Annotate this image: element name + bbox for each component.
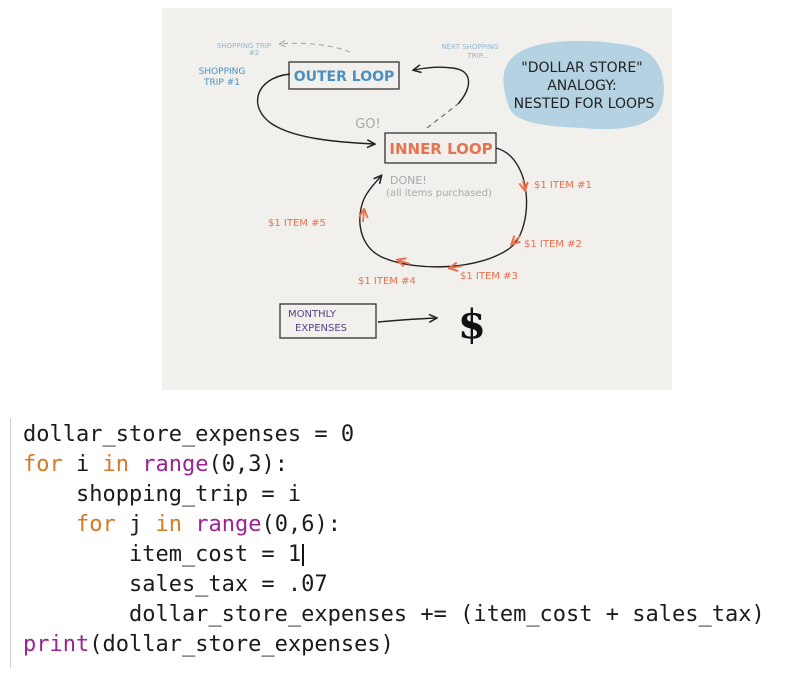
go-label: GO!: [355, 117, 381, 132]
in-keyword: in: [155, 512, 182, 537]
done-label: DONE!: [390, 174, 427, 187]
code-line-2: for i in range(0,3):: [23, 450, 288, 480]
shopping-trip-1-line-1: SHOPPING: [199, 67, 246, 77]
item-1-arrow: [523, 179, 525, 190]
code-line-5: item_cost = 1: [23, 540, 304, 570]
code-line-7-text: dollar_store_expenses += (item_cost + sa…: [23, 602, 765, 627]
title-line-3: NESTED FOR LOOPS: [514, 96, 655, 112]
range-builtin: range: [195, 512, 262, 537]
item-1-label: $1 ITEM #1: [534, 180, 592, 191]
shopping-trip-2-line-2: #2: [249, 49, 259, 57]
title-line-2: ANALOGY:: [547, 78, 617, 94]
inner-loop-cycle: [359, 147, 528, 268]
code-line-4: for j in range(0,6):: [23, 510, 341, 540]
return-to-outer-arrow: [414, 67, 470, 105]
title-watercolor: [503, 40, 664, 130]
range-args: (0,6):: [261, 512, 341, 537]
code-editor[interactable]: dollar_store_expenses = 0 for i in range…: [10, 418, 809, 668]
done-note: (all items purchased): [386, 188, 492, 199]
inner-loop-label: INNER LOOP: [389, 140, 492, 158]
code-line-1-text: dollar_store_expenses = 0: [23, 422, 355, 447]
trip-2-dashed-arrow: [280, 43, 351, 53]
code-line-3: shopping_trip = i: [23, 480, 301, 510]
text-cursor: [302, 544, 304, 566]
dollar-sign: $: [458, 301, 486, 348]
next-trip-dashed-line: [426, 103, 459, 129]
diagram-canvas: "DOLLAR STORE" ANALOGY: NESTED FOR LOOPS…: [199, 8, 664, 348]
outer-loop-label: OUTER LOOP: [294, 69, 395, 85]
item-5-arrow: [363, 210, 364, 223]
code-line-5-text: item_cost = 1: [23, 542, 302, 567]
loop-variable-j: j: [115, 512, 156, 537]
outer-loop-box: [288, 61, 400, 90]
title-line-1: "DOLLAR STORE": [521, 60, 642, 76]
for-keyword: for: [75, 512, 116, 537]
nested-loops-diagram: "DOLLAR STORE" ANALOGY: NESTED FOR LOOPS…: [162, 8, 672, 390]
code-line-6-text: sales_tax = .07: [23, 572, 328, 597]
item-4-arrow: [398, 260, 411, 264]
print-args: (dollar_store_expenses): [89, 632, 394, 657]
code-line-3-text: shopping_trip = i: [23, 482, 302, 507]
in-keyword: in: [102, 452, 130, 477]
code-line-7: dollar_store_expenses += (item_cost + sa…: [23, 600, 765, 630]
code-line-1: dollar_store_expenses = 0: [23, 420, 354, 450]
monthly-label-line-2: EXPENSES: [295, 323, 347, 334]
range-builtin: range: [142, 452, 209, 477]
shopping-trip-2-line-1: SHOPPING TRIP: [217, 42, 271, 50]
code-line-8: print(dollar_store_expenses): [23, 630, 394, 660]
print-builtin: print: [23, 632, 90, 657]
item-2-label: $1 ITEM #2: [524, 239, 582, 250]
item-4-label: $1 ITEM #4: [358, 276, 416, 287]
for-keyword: for: [23, 452, 63, 477]
next-trip-line-2: TRIP...: [466, 52, 488, 60]
loop-variable-i: i: [62, 452, 103, 477]
shopping-trip-1-line-2: TRIP #1: [203, 78, 240, 88]
item-3-arrow: [450, 266, 463, 268]
item-3-label: $1 ITEM #3: [460, 271, 518, 282]
next-trip-line-1: NEXT SHOPPING: [441, 43, 498, 51]
monthly-expenses-box: [279, 303, 377, 339]
outer-to-inner-arrow: [256, 73, 374, 144]
code-line-6: sales_tax = .07: [23, 570, 328, 600]
range-args: (0,3):: [208, 452, 288, 477]
item-2-arrow: [512, 236, 520, 244]
item-5-label: $1 ITEM #5: [268, 218, 326, 229]
monthly-label-line-1: MONTHLY: [288, 309, 337, 320]
expenses-arrow: [377, 318, 436, 322]
